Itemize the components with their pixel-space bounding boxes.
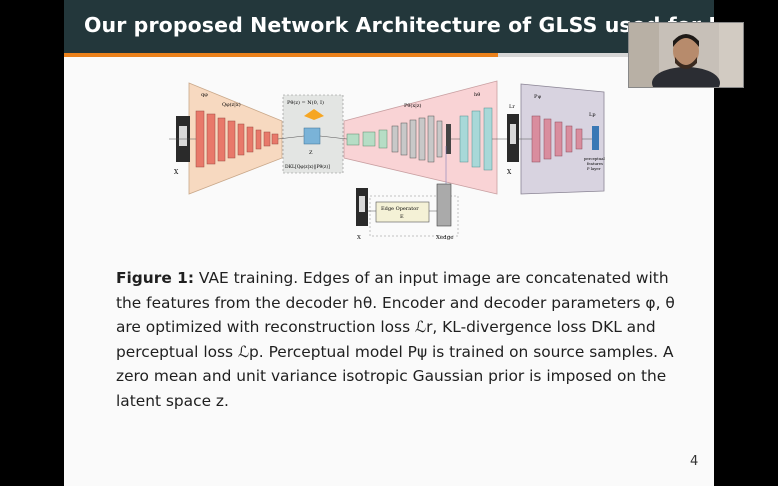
perceptual-model-block	[520, 83, 605, 195]
edge-output-image	[436, 183, 452, 227]
title-progress-bar	[64, 53, 498, 57]
input-x-label: X	[174, 169, 179, 176]
perceptual-note-2: features	[587, 161, 603, 166]
edge-operator-symbol: E	[400, 214, 404, 220]
encoder-label: qφ	[201, 92, 208, 98]
edge-operator-dashed-box	[369, 195, 459, 237]
presenter-webcam	[628, 22, 744, 88]
decoder-label: hθ	[474, 92, 480, 98]
prior-gaussian	[304, 109, 324, 120]
kl-label: DKL[Qφ(z|x)||Pθ(z)]	[285, 163, 330, 170]
page-number: 4	[690, 454, 699, 469]
perceptual-loss-label: Lp	[589, 112, 596, 118]
figure-caption: Figure 1: VAE training. Edges of an inpu…	[116, 266, 676, 414]
decoder-layers-grey	[391, 115, 443, 163]
encoder-dist-label: Qφ(z|x)	[222, 101, 241, 108]
output-x-label: X	[507, 169, 512, 176]
perceptual-model-label: Pψ	[534, 94, 541, 100]
encoder-layers	[195, 110, 279, 168]
edge-operator-box	[375, 201, 430, 223]
edge-input-label: X	[357, 235, 361, 241]
caption-label: Figure 1:	[116, 269, 195, 287]
edge-operator-label: Edge Operator	[381, 206, 419, 212]
decoder-dist-label: Pθ(x|z)	[404, 102, 421, 109]
decoder-layers-teal	[459, 107, 493, 171]
architecture-figure: X qφ Qφ(z|x) Pθ(z) = N(0, I) Z DKL[Qφ(z|…	[169, 80, 606, 241]
title-progress-track	[498, 53, 714, 57]
perceptual-feature-layer	[592, 126, 599, 150]
prior-label: Pθ(z) = N(0, I)	[287, 99, 324, 106]
decoder-output-layer	[446, 124, 451, 154]
presenter-video	[629, 23, 743, 87]
edge-output-label: Xedge	[436, 235, 453, 241]
caption-text: VAE training. Edges of an input image ar…	[116, 269, 675, 410]
latent-cube	[303, 127, 321, 145]
decoder-layers-green	[346, 129, 388, 149]
z-label: Z	[309, 150, 313, 156]
slide-title: Our proposed Network Architecture of GLS…	[84, 13, 714, 37]
perceptual-note-1: perceptual	[584, 156, 606, 161]
recon-loss-label: Lr	[509, 104, 515, 110]
slide-title-bar: Our proposed Network Architecture of GLS…	[64, 0, 714, 53]
presentation-slide: Our proposed Network Architecture of GLS…	[64, 0, 714, 486]
perceptual-note-3: P layer	[587, 166, 601, 171]
